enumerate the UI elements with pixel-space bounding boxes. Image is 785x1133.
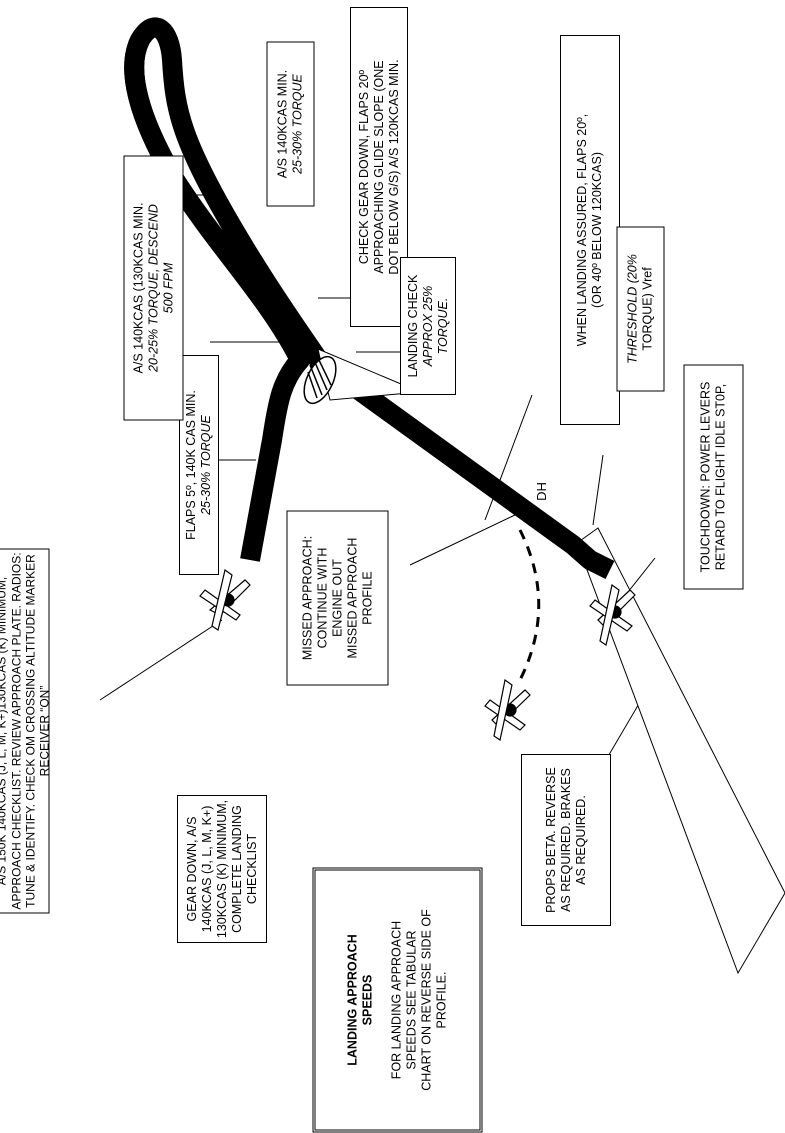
flaps5-note: FLAPS 5º, 140K CAS MIN. 25-30% TORQUE — [179, 355, 219, 575]
missed-approach-line: PROFILE — [360, 571, 374, 625]
landing-speeds-note: LANDING APPROACH SPEEDS FOR LANDING APPR… — [312, 867, 483, 1133]
props-line: PROPS BETA. REVERSE — [543, 767, 558, 913]
missed-approach-line: ENGINE OUT — [330, 559, 344, 637]
missed-approach-line: MISSED APPROACH — [345, 537, 359, 659]
leader-line-initial — [99, 619, 223, 701]
decision-height-text: DH — [533, 482, 549, 501]
gear-check-line: CHECK GEAR DOWN, FLAPS 20º — [356, 69, 371, 265]
gear-down-line: CHECKLIST — [244, 833, 259, 905]
leader-line-threshold — [592, 454, 604, 526]
initial-approach-text: A/S 150K 140KCAS (J, L, M, K+)130KCAS (K… — [0, 552, 52, 910]
gear-down-line: GEAR DOWN, A/S — [184, 816, 199, 922]
as140-min-line: A/S 140KCAS MIN. — [275, 69, 290, 179]
gear-check-line: APPROACHING GLIDE SLOPE (ONE — [371, 60, 386, 274]
landing-assured-line: WHEN LANDING ASSURED, FLAPS 20º, — [575, 113, 589, 347]
threshold-line: TORQUE) Vref — [640, 267, 655, 351]
landing-speeds-body: SPEEDS SEE TABULAR — [404, 930, 419, 1070]
initial-approach-note: A/S 150K 140KCAS (J, L, M, K+)130KCAS (K… — [0, 548, 52, 914]
approach-profile-diagram — [99, 17, 785, 975]
landing-speeds-title: SPEEDS — [360, 974, 375, 1026]
approach-path — [124, 17, 615, 579]
landing-check-line: LANDING CHECK — [405, 274, 420, 378]
missed-approach-line: MISSED APPROACH: — [300, 535, 314, 661]
landing-speeds-body: FOR LANDING APPROACH — [389, 920, 404, 1080]
as140-min-note: A/S 140KCAS MIN. 25-30% TORQUE — [266, 41, 315, 207]
as140-line: A/S 140KCAS (130KCAS MIN. — [131, 202, 145, 374]
landing-speeds-body: PROFILE. — [434, 971, 449, 1029]
touchdown-line: RETARD TO FLIGHT IDLE ST0P, — [713, 383, 728, 571]
gear-down-note: GEAR DOWN, A/S 140KCAS (J, L, M, K+) 130… — [177, 795, 267, 943]
touchdown-note: TOUCHDOWN: POWER LEVERS RETARD TO FLIGHT… — [683, 364, 744, 590]
missed-approach-path — [518, 529, 541, 681]
landing-check-line: APPROX 25% TORQUE. — [420, 285, 450, 367]
landing-check-note: LANDING CHECK APPROX 25% TORQUE. — [400, 257, 456, 395]
props-note: PROPS BETA. REVERSE AS REQUIRED. BRAKES … — [521, 754, 611, 926]
landing-speeds-title: LANDING APPROACH — [345, 934, 360, 1066]
missed-approach-note: MISSED APPROACH: CONTINUE WITH ENGINE OU… — [286, 510, 389, 686]
as140-min-line: 25-30% TORQUE — [290, 74, 305, 174]
missed-approach-line: CONTINUE WITH — [315, 547, 329, 649]
as140-line: 500 FPM — [161, 262, 175, 314]
touchdown-line: TOUCHDOWN: POWER LEVERS — [698, 381, 713, 573]
leader-line-touchdown — [627, 557, 656, 593]
airplane-icon-touchdown — [589, 583, 636, 646]
decision-height-label: DH — [534, 482, 549, 501]
threshold-note: THRESHOLD (20% TORQUE) Vref — [616, 226, 665, 392]
landing-speeds-body: CHART ON REVERSE SIDE OF — [419, 909, 434, 1091]
landing-assured-line: (OR 40º BELOW 120KCAS) — [590, 152, 604, 309]
props-line: AS REQUIRED. — [573, 795, 588, 885]
landing-assured-note: WHEN LANDING ASSURED, FLAPS 20º, (OR 40º… — [560, 35, 620, 425]
airplane-icon-initial — [199, 568, 251, 631]
threshold-line: THRESHOLD (20% — [625, 254, 640, 364]
gear-check-line: DOT BELOW G/S) A/S 120KCAS MIN. — [386, 59, 401, 275]
gear-down-line: 140KCAS (J, L, M, K+) — [199, 805, 214, 933]
leader-line-missed — [409, 514, 516, 566]
as140-note: A/S 140KCAS (130KCAS MIN. 20-25% TORQUE,… — [123, 155, 184, 421]
props-line: AS REQUIRED. BRAKES — [558, 768, 573, 912]
flaps5-line: 25-30% TORQUE — [199, 415, 213, 515]
flaps5-line: FLAPS 5º, 140K CAS MIN. — [184, 390, 198, 540]
as140-line: 20-25% TORQUE, DESCEND — [146, 204, 160, 372]
gear-down-line: 130KCAS (K) MINIMUM, — [214, 799, 229, 939]
gear-down-line: COMPLETE LANDING — [229, 805, 244, 933]
runway — [576, 527, 785, 975]
airplane-icon-missed — [484, 678, 531, 741]
